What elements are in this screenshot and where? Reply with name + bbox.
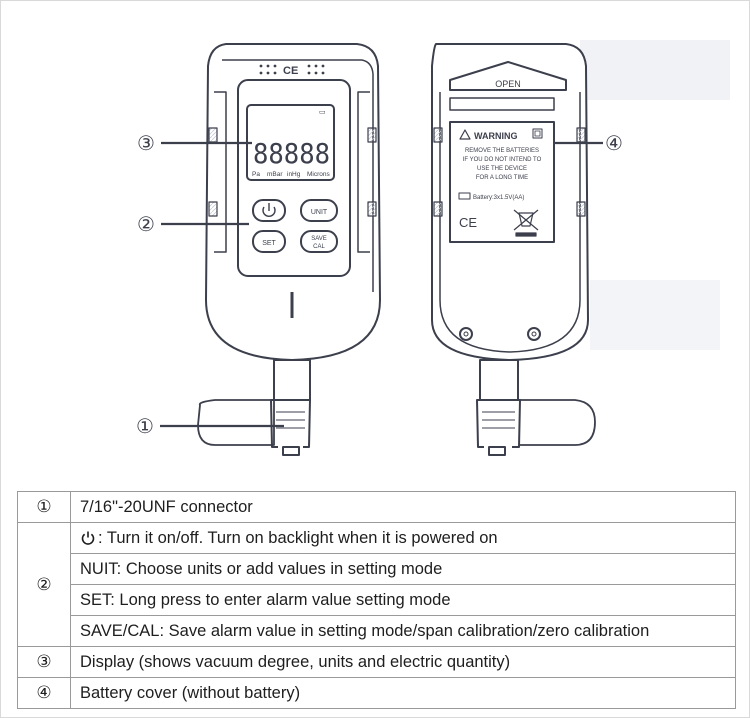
warning-line: REMOVE THE BATTERIES xyxy=(465,148,539,154)
lcd-digits: 88888 xyxy=(253,137,330,170)
row-description: SAVE/CAL: Save alarm value in setting mo… xyxy=(70,615,736,647)
open-label: OPEN xyxy=(495,79,521,89)
front-device xyxy=(197,43,381,456)
table-row: ④ Battery cover (without battery) xyxy=(17,677,736,709)
table-row: ③ Display (shows vacuum degree, units an… xyxy=(17,646,736,678)
background-shade xyxy=(580,40,730,100)
table-row: SET: Long press to enter alarm value set… xyxy=(18,584,736,616)
lcd-unit-microns: Microns xyxy=(307,171,331,178)
unit-button[interactable] xyxy=(300,199,338,222)
power-icon xyxy=(262,206,276,217)
battery-door-ridge xyxy=(449,97,555,111)
device-diagram: CE 88888 Pa mBar inHg Microns ▭ UNIT SET… xyxy=(136,40,730,456)
vent-dots xyxy=(259,64,325,75)
row-description: Display (shows vacuum degree, units and … xyxy=(70,646,736,678)
row-description: Battery cover (without battery) xyxy=(70,677,736,709)
double-insulation-icon xyxy=(532,128,543,139)
row-description: : Turn it on/off. Turn on backlight when… xyxy=(70,522,736,554)
cal-label: CAL xyxy=(313,244,325,250)
screw-icon xyxy=(527,327,541,341)
protective-cap xyxy=(520,399,596,446)
power-icon xyxy=(81,531,95,545)
warning-line: FOR A LONG TIME xyxy=(476,175,528,181)
side-grip xyxy=(357,91,370,253)
set-button[interactable] xyxy=(252,230,286,253)
legend-table: ① 7/16"-20UNF connector ② : Turn it on/o… xyxy=(17,491,736,709)
lcd-unit-mbar: mBar xyxy=(267,171,283,178)
battery-icon xyxy=(458,192,471,200)
save-cal-button[interactable] xyxy=(300,230,338,253)
callout-4: ④ xyxy=(605,131,623,155)
warning-line: IF YOU DO NOT INTEND TO xyxy=(463,157,542,163)
row-description: NUIT: Choose units or add values in sett… xyxy=(70,553,736,585)
row-description: SET: Long press to enter alarm value set… xyxy=(70,584,736,616)
protective-cap xyxy=(197,399,275,446)
back-connector xyxy=(476,359,596,456)
table-row: ② : Turn it on/off. Turn on backlight wh… xyxy=(17,522,736,647)
lcd-unit-inhg: inHg xyxy=(287,171,301,178)
warning-icon xyxy=(459,129,471,140)
weee-bin-icon xyxy=(513,209,539,237)
warning-line: USE THE DEVICE xyxy=(477,166,527,172)
warning-title: WARNING xyxy=(474,131,518,141)
ce-mark: CE xyxy=(283,65,298,77)
background-shade xyxy=(590,280,720,350)
table-row: SAVE/CAL: Save alarm value in setting mo… xyxy=(18,615,736,647)
unit-button-label: UNIT xyxy=(311,209,328,216)
row-description: 7/16"-20UNF connector xyxy=(70,491,736,523)
callout-1: ① xyxy=(136,414,154,438)
lcd-unit-pa: Pa xyxy=(252,171,260,178)
back-device xyxy=(431,43,596,456)
table-row: ① 7/16"-20UNF connector xyxy=(17,491,736,523)
screw-icon xyxy=(459,327,473,341)
warning-label xyxy=(449,121,555,243)
row-number: ① xyxy=(17,491,71,523)
front-connector xyxy=(197,359,311,456)
row-number: ② xyxy=(17,522,71,647)
ce-mark-back: CE xyxy=(459,215,477,230)
side-grip xyxy=(214,91,227,253)
table-row: NUIT: Choose units or add values in sett… xyxy=(18,553,736,585)
row-number: ④ xyxy=(17,677,71,709)
set-button-label: SET xyxy=(262,240,276,247)
save-label: SAVE xyxy=(311,236,327,242)
battery-door-arrow xyxy=(449,61,567,91)
callout-2: ② xyxy=(137,212,155,236)
power-description: : Turn it on/off. Turn on backlight when… xyxy=(98,528,498,547)
lcd-battery-icon: ▭ xyxy=(319,108,326,116)
battery-spec: Battery:3x1.5V(AA) xyxy=(473,195,524,201)
callout-3: ③ xyxy=(137,131,155,155)
row-number: ③ xyxy=(17,646,71,678)
